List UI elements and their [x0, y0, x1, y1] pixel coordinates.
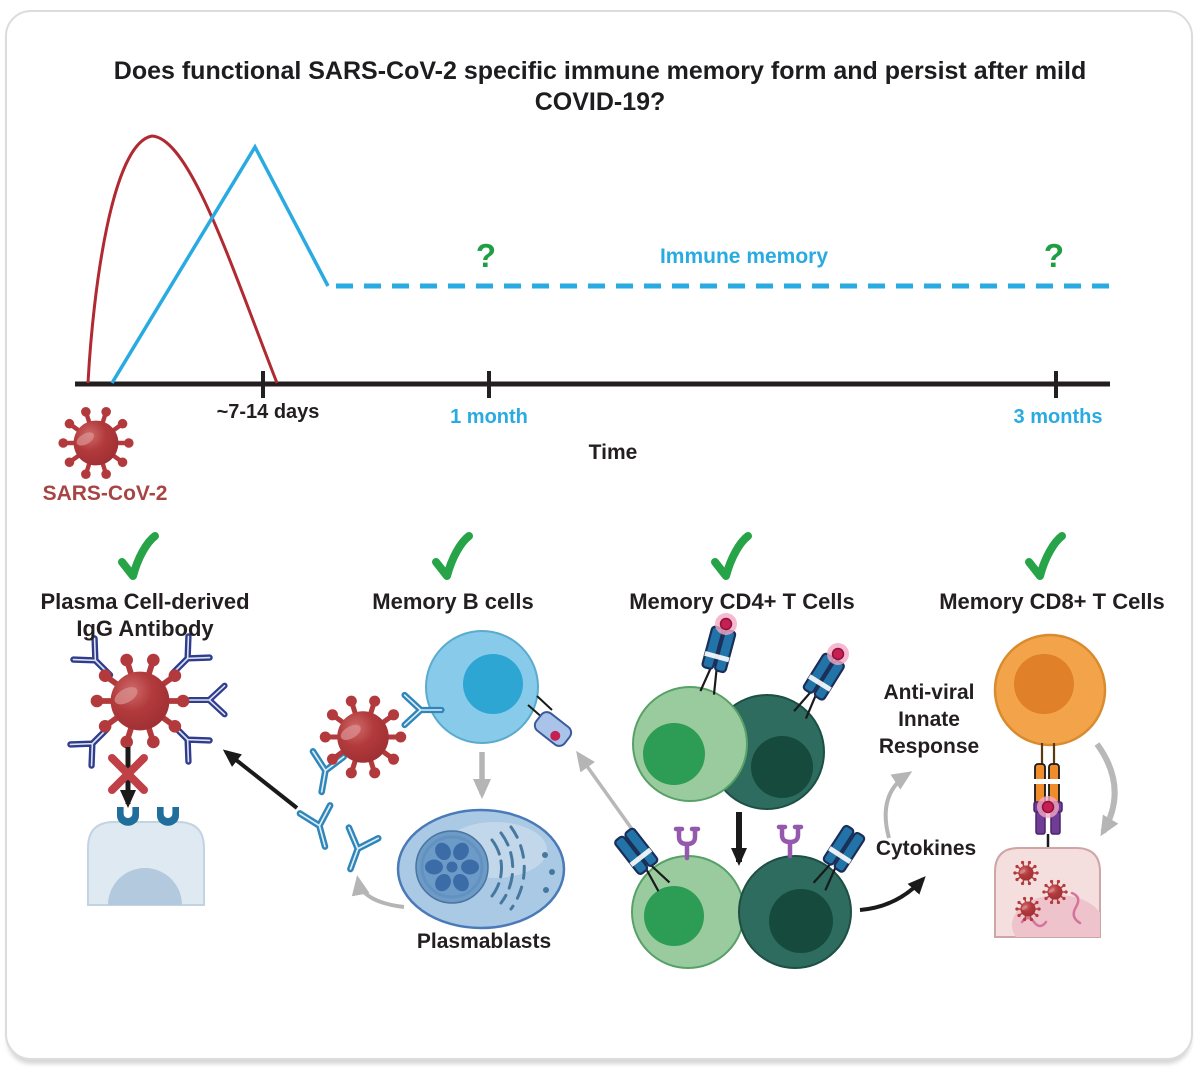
cytokine-receptor-icon [676, 829, 698, 858]
cytokine-receptor-icon [779, 827, 801, 856]
anti-viral-innate-response-label: Anti-viral Innate Response [878, 681, 980, 758]
checkmark-icon [715, 536, 748, 576]
memory-cd8-t-cell-illustration [993, 633, 1119, 938]
memory-cd4-t-cell-illustration [612, 612, 926, 969]
cytokines-arrow [859, 876, 926, 912]
tick-label-3-months: 3 months [1013, 406, 1103, 428]
antigen-icon [714, 612, 738, 636]
cytokines-label: Cytokines [875, 837, 977, 860]
tick-label-1-month: 1 month [450, 406, 528, 428]
t-cell-receptor-icon [694, 624, 738, 698]
plasmablasts-label: Plasmablasts [416, 930, 552, 953]
viral-load-curve [86, 134, 279, 384]
checkmark-icon [122, 536, 155, 576]
innate-response-arrow [883, 771, 913, 839]
cd4-t-cell-light-nucleus [643, 723, 705, 785]
axis-label-time: Time [588, 441, 638, 464]
plasmablast-nucleus-segments [425, 842, 479, 892]
figure-title: Does functional SARS-CoV-2 specific immu… [113, 57, 1087, 116]
antibody-icon [336, 828, 378, 875]
column-heading-memory-cd4-t-cells: Memory CD4+ T Cells [629, 589, 855, 614]
receptor-stalk [1040, 743, 1056, 765]
antigen-icon [826, 642, 850, 666]
checkmark-icon [436, 536, 469, 576]
cd4-t-cell-dark-nucleus [769, 889, 833, 953]
memory-b-cell-nucleus [463, 654, 523, 714]
endoplasmic-reticulum [490, 825, 526, 911]
antibody-icon [300, 805, 340, 850]
column-heading-memory-cd8-t-cells: Memory CD8+ T Cells [939, 589, 1165, 614]
antigen-icon [1036, 795, 1060, 819]
plasmablast-cell [396, 808, 566, 930]
igg-neutralization-illustration [70, 636, 299, 906]
graph-axis [75, 371, 1110, 398]
antibody-icon [189, 686, 224, 715]
sars-cov-2-virus-icon [58, 407, 133, 479]
cd4-t-cell-dark-nucleus [751, 736, 813, 798]
antibody-secretion-arrow [351, 875, 405, 909]
column-heading-igg-antibody: Plasma Cell-derived IgG Antibody [40, 589, 250, 641]
antibody-to-virus-arrow [222, 749, 299, 810]
question-mark: ? [475, 237, 497, 274]
column-heading-memory-b-cells: Memory B cells [372, 589, 534, 614]
question-mark: ? [1043, 237, 1065, 274]
cd8-t-cell-nucleus [1014, 654, 1074, 714]
cd4-t-cell-light-nucleus [644, 886, 704, 946]
memory-b-cell-illustration [300, 630, 651, 930]
host-cell-nucleus [108, 868, 182, 905]
checkmark-icon [1029, 536, 1062, 576]
immune-response-curve [110, 143, 1110, 384]
blocked-x-icon [108, 754, 148, 794]
antigen-receptor-complex [533, 711, 573, 747]
immune-memory-label: Immune memory [659, 245, 829, 268]
killing-arrow [1094, 742, 1119, 837]
tick-label-7-14-days: ~7-14 days [216, 401, 320, 423]
sars-cov-2-label: SARS-CoV-2 [42, 482, 168, 505]
